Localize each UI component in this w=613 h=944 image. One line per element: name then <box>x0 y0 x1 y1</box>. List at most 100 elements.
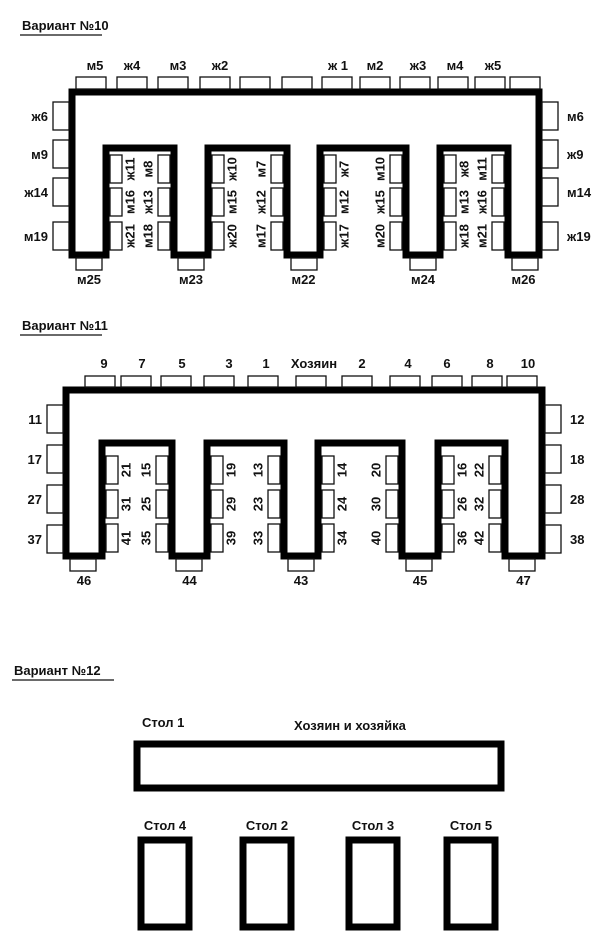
chair <box>437 76 469 90</box>
chair <box>267 523 281 553</box>
seat-label-bottom: 44 <box>182 573 197 588</box>
chair <box>321 455 335 485</box>
seat-label-inner: 19 <box>223 463 238 477</box>
chair <box>541 177 559 207</box>
seat-label-top: 1 <box>262 356 269 371</box>
chair <box>46 524 64 554</box>
chair <box>75 257 103 271</box>
seat-label-right: м14 <box>567 185 592 200</box>
seat-label-inner: 29 <box>223 497 238 511</box>
seat-label-bottom: м23 <box>179 272 203 287</box>
chair <box>203 375 235 388</box>
seat-label-top: 6 <box>443 356 450 371</box>
seat-label-bottom: 47 <box>516 573 530 588</box>
seat-label-right: 28 <box>570 492 584 507</box>
seat-label-inner: ж12 <box>253 190 268 215</box>
seat-label-top: м3 <box>170 58 187 73</box>
seat-label-inner: м16 <box>122 190 137 214</box>
seat-label-inner: ж21 <box>122 224 137 249</box>
chair <box>177 257 205 271</box>
u-shaped-table <box>62 386 546 560</box>
chair <box>341 375 373 388</box>
seat-label-inner: ж15 <box>372 190 387 215</box>
chair <box>441 523 455 553</box>
u-shaped-table <box>68 88 543 259</box>
chair <box>323 187 337 217</box>
seat-label-bottom: м24 <box>411 272 436 287</box>
seat-label-inner: ж10 <box>224 157 239 182</box>
seat-label-left: ж6 <box>31 109 48 124</box>
chair <box>120 375 152 388</box>
seat-label-top: 10 <box>521 356 535 371</box>
small-table-label: Стол 5 <box>450 818 492 833</box>
seat-label-top: ж3 <box>409 58 426 73</box>
seat-label-left: м9 <box>31 147 48 162</box>
small-table <box>443 836 499 931</box>
chair <box>511 257 539 271</box>
chair <box>474 76 506 90</box>
seat-label-inner: ж11 <box>122 158 137 182</box>
chair <box>389 154 403 184</box>
chair <box>321 489 335 519</box>
seat-label-right: 18 <box>570 452 584 467</box>
chair <box>109 154 123 184</box>
chair <box>509 76 541 90</box>
chair <box>544 404 562 434</box>
chair <box>290 257 318 271</box>
chair <box>359 76 391 90</box>
chair <box>389 221 403 251</box>
chair <box>295 375 327 388</box>
chair <box>488 523 502 553</box>
seat-label-inner: м18 <box>140 224 155 248</box>
chair <box>399 76 431 90</box>
chair <box>541 101 559 131</box>
seat-label-inner: 31 <box>118 497 133 511</box>
table-1-label: Стол 1 <box>142 715 184 730</box>
chair <box>544 524 562 554</box>
seat-label-bottom: м26 <box>511 272 535 287</box>
chair <box>389 187 403 217</box>
chair <box>491 187 505 217</box>
seat-label-inner: 34 <box>334 530 349 545</box>
chair <box>443 154 457 184</box>
seat-label-inner: 25 <box>138 497 153 511</box>
seat-label-inner: 30 <box>368 497 383 511</box>
chair <box>491 221 505 251</box>
chair <box>491 154 505 184</box>
chair <box>441 455 455 485</box>
seat-label-top: 9 <box>100 356 107 371</box>
variant-title: Вариант №11 <box>22 318 108 333</box>
chair <box>105 489 119 519</box>
seat-label-inner: 13 <box>250 463 265 477</box>
chair <box>239 76 271 90</box>
chair <box>46 444 64 474</box>
chair <box>199 76 231 90</box>
seat-label-inner: м17 <box>253 224 268 248</box>
chair <box>385 523 399 553</box>
chair <box>46 484 64 514</box>
seat-label-inner: ж7 <box>336 161 351 178</box>
chair <box>69 558 97 572</box>
chair <box>267 489 281 519</box>
seat-label-top: ж 1 <box>327 58 348 73</box>
seat-label-right: ж19 <box>566 229 591 244</box>
chair <box>544 484 562 514</box>
chair <box>385 455 399 485</box>
variant-title: Вариант №10 <box>22 18 109 33</box>
chair <box>323 221 337 251</box>
seat-label-top: 3 <box>225 356 232 371</box>
chair <box>155 523 169 553</box>
chair <box>52 177 70 207</box>
seat-label-left: 37 <box>28 532 42 547</box>
small-table <box>345 836 401 931</box>
chair <box>157 221 171 251</box>
hosts-label: Хозяин и хозяйка <box>294 718 407 733</box>
chair <box>267 455 281 485</box>
small-table-label: Стол 3 <box>352 818 394 833</box>
chair <box>157 154 171 184</box>
chair <box>105 523 119 553</box>
chair <box>211 154 225 184</box>
chair <box>506 375 538 388</box>
chair <box>385 489 399 519</box>
